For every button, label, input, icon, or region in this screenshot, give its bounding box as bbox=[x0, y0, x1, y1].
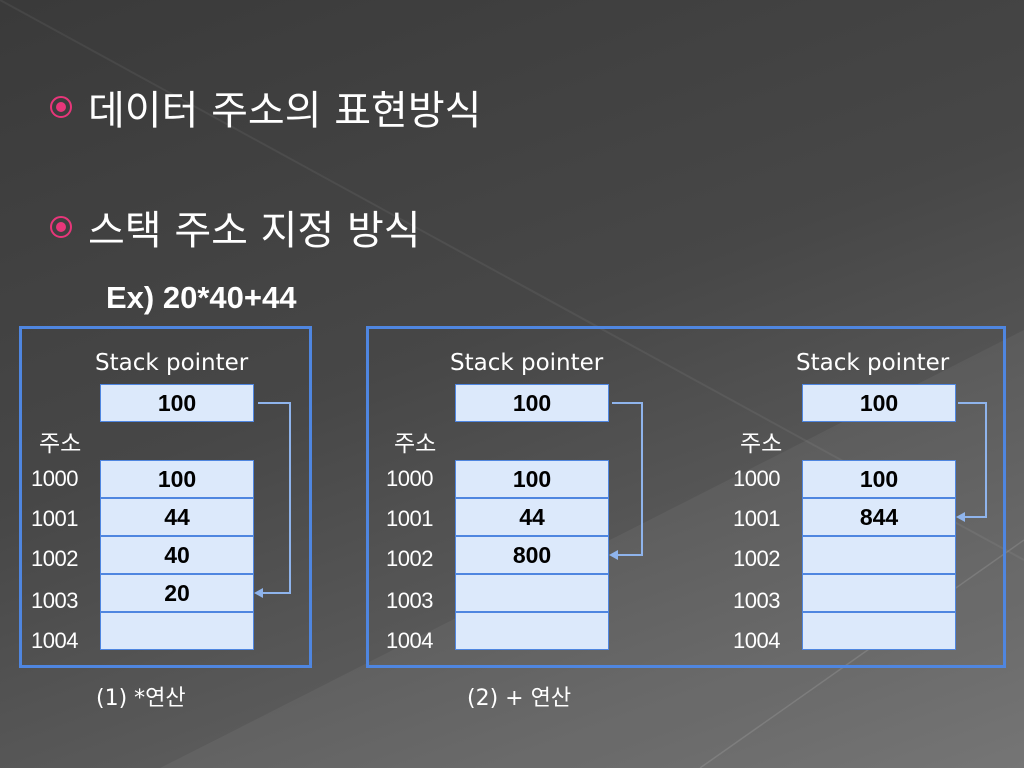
bullet-text: 스택 주소 지정 방식 bbox=[88, 208, 421, 254]
address-1001: 1001 bbox=[31, 506, 78, 531]
address-1002: 1002 bbox=[31, 546, 78, 571]
stack-cell bbox=[455, 612, 609, 650]
stack-pointer-label: Stack pointer bbox=[95, 350, 249, 376]
stack-cell: 100 bbox=[100, 460, 254, 498]
stack-cell bbox=[455, 574, 609, 612]
caption-add: (2) + 연산 bbox=[467, 686, 572, 711]
stack-cell: 44 bbox=[455, 498, 609, 536]
stack-cell: 100 bbox=[455, 460, 609, 498]
stack-cell bbox=[802, 574, 956, 612]
stack-pointer-label: Stack pointer bbox=[450, 350, 604, 376]
stack-cell: 844 bbox=[802, 498, 956, 536]
address-1001: 1001 bbox=[733, 506, 780, 531]
address-1004: 1004 bbox=[31, 628, 78, 653]
stack-cell: 44 bbox=[100, 498, 254, 536]
address-1000: 1000 bbox=[386, 466, 433, 491]
stack-cell: 20 bbox=[100, 574, 254, 612]
circle-bullet-icon bbox=[50, 216, 72, 238]
address-1000: 1000 bbox=[31, 466, 78, 491]
address-1003: 1003 bbox=[31, 588, 78, 613]
address-1003: 1003 bbox=[386, 588, 433, 613]
caption-multiply: (1) *연산 bbox=[96, 686, 186, 711]
stack-cell: 800 bbox=[455, 536, 609, 574]
address-1004: 1004 bbox=[386, 628, 433, 653]
address-label: 주소 bbox=[39, 431, 82, 457]
stack-pointer-label: Stack pointer bbox=[796, 350, 950, 376]
address-1002: 1002 bbox=[733, 546, 780, 571]
stack-cell: 100 bbox=[802, 460, 956, 498]
address-1002: 1002 bbox=[386, 546, 433, 571]
address-label: 주소 bbox=[394, 431, 437, 457]
bullet-stack-address: 스택 주소 지정 방식 bbox=[50, 198, 421, 256]
panel-add bbox=[366, 326, 1006, 668]
bullet-text: 데이터 주소의 표현방식 bbox=[88, 88, 482, 134]
circle-bullet-icon bbox=[50, 96, 72, 118]
panel-multiply bbox=[19, 326, 312, 668]
address-1000: 1000 bbox=[733, 466, 780, 491]
bullet-data-address: 데이터 주소의 표현방식 bbox=[50, 78, 481, 136]
stack-cell bbox=[802, 612, 956, 650]
stack-cell bbox=[100, 612, 254, 650]
stack-cell: 40 bbox=[100, 536, 254, 574]
address-1004: 1004 bbox=[733, 628, 780, 653]
stack-cell bbox=[802, 536, 956, 574]
stack-pointer-cell: 100 bbox=[455, 384, 609, 422]
example-expression: Ex) 20*40+44 bbox=[106, 280, 297, 315]
address-1001: 1001 bbox=[386, 506, 433, 531]
address-label: 주소 bbox=[740, 431, 783, 457]
stack-pointer-cell: 100 bbox=[802, 384, 956, 422]
stack-pointer-cell: 100 bbox=[100, 384, 254, 422]
address-1003: 1003 bbox=[733, 588, 780, 613]
